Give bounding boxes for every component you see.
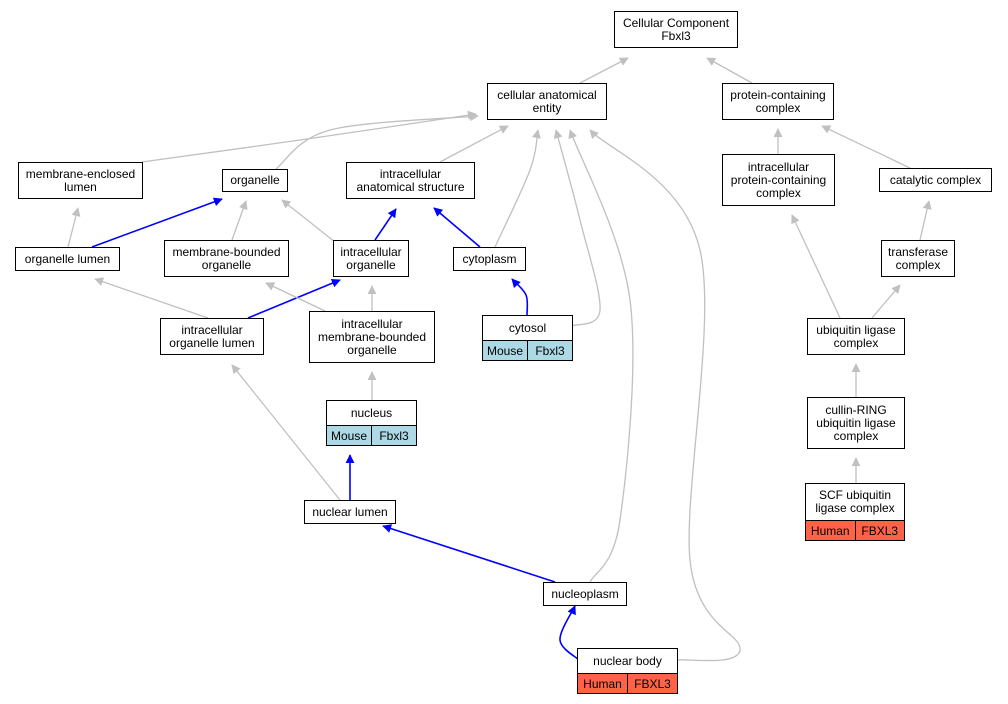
organism-tag: Human [806, 521, 855, 540]
node-cullin-ring-ubiquitin-ligase-complex[interactable]: cullin-RING ubiquitin ligase complex [807, 397, 905, 449]
node-protein-containing-complex[interactable]: protein-containing complex [722, 83, 834, 120]
node-intracellular-protein-containing-complex[interactable]: intracellular protein-containing complex [722, 154, 835, 206]
node-label: ubiquitin ligase complex [816, 322, 896, 350]
node-label: cytoplasm [462, 251, 517, 266]
gene-tag: Fbxl3 [527, 341, 572, 360]
edge-intracellular-anatomical-structure-to-cellular-anatomical-entity [439, 125, 509, 163]
node-nucleoplasm[interactable]: nucleoplasm [543, 582, 627, 606]
edge-membrane-bounded-organelle-to-organelle [231, 200, 248, 241]
edge-intracellular-organelle-lumen-to-organelle-lumen [94, 277, 209, 319]
node-label: catalytic complex [889, 172, 982, 187]
node-cellular-component[interactable]: Cellular Component Fbxl3 [614, 11, 738, 48]
node-label: intracellular organelle [340, 244, 402, 272]
edge-organelle-to-cellular-anatomical-entity [275, 112, 479, 170]
node-membrane-bounded-organelle[interactable]: membrane-bounded organelle [164, 240, 289, 277]
edge-intracellular-organelle-to-intracellular-anatomical-structure [374, 208, 397, 241]
edge-organelle-lumen-to-organelle [91, 197, 223, 248]
node-label: nuclear body [593, 653, 662, 668]
node-label: protein-containing complex [730, 87, 826, 115]
node-label: intracellular organelle lumen [169, 322, 255, 350]
edge-cytoplasm-to-intracellular-anatomical-structure [433, 207, 481, 248]
node-intracellular-anatomical-structure[interactable]: intracellular anatomical structure [346, 162, 475, 199]
edge-catalytic-complex-to-protein-containing-complex [821, 125, 911, 169]
node-label: Cellular Component Fbxl3 [622, 15, 730, 43]
edge-intracellular-organelle-to-organelle [281, 199, 336, 243]
edge-cellular-anatomical-entity-to-cellular-component [579, 57, 629, 84]
edge-protein-containing-complex-to-cellular-component [706, 57, 753, 84]
node-label: cullin-RING ubiquitin ligase complex [816, 402, 896, 443]
node-label: organelle lumen [24, 251, 111, 266]
node-label: nucleus [350, 405, 393, 420]
node-intracellular-organelle-lumen[interactable]: intracellular organelle lumen [160, 318, 264, 355]
gene-tag: FBXL3 [854, 521, 904, 540]
node-label: intracellular anatomical structure [356, 166, 465, 194]
edge-ubiquitin-ligase-complex-to-intracellular-protein-containing-complex [791, 214, 841, 319]
node-label: cytosol [508, 320, 547, 335]
edge-nucleoplasm-to-nuclear-lumen [382, 524, 556, 583]
node-label: membrane-enclosed lumen [25, 166, 136, 194]
edge-nuclear-body-to-cellular-anatomical-entity [589, 129, 741, 662]
organism-tag: Human [578, 674, 627, 693]
node-label: nucleoplasm [551, 586, 619, 601]
edge-nucleoplasm-to-cellular-anatomical-entity [568, 129, 634, 583]
node-catalytic-complex[interactable]: catalytic complex [879, 168, 992, 192]
edge-cytoplasm-to-cellular-anatomical-entity [494, 129, 541, 248]
gene-tag: Fbxl3 [371, 426, 416, 445]
node-label: SCF ubiquitin ligase complex [815, 488, 895, 515]
edge-ubiquitin-ligase-complex-to-transferase-complex [871, 284, 901, 319]
node-ubiquitin-ligase-complex[interactable]: ubiquitin ligase complex [807, 318, 905, 355]
node-intracellular-organelle[interactable]: intracellular organelle [333, 240, 409, 277]
node-cellular-anatomical-entity[interactable]: cellular anatomical entity [487, 83, 607, 120]
edge-nuclear-lumen-to-intracellular-organelle-lumen [231, 364, 341, 501]
organism-tag: Mouse [327, 426, 371, 445]
organism-tag: Mouse [483, 341, 527, 360]
node-label: intracellular membrane-bounded organelle [317, 316, 427, 357]
node-label: cellular anatomical entity [497, 87, 597, 115]
node-label: organelle [230, 173, 280, 187]
node-membrane-enclosed-lumen[interactable]: membrane-enclosed lumen [18, 162, 143, 199]
node-transferase-complex[interactable]: transferase complex [881, 240, 955, 277]
edge-nuclear-body-to-nucleoplasm [559, 605, 580, 661]
edge-intracellular-organelle-lumen-to-intracellular-organelle [247, 278, 341, 319]
node-organelle[interactable]: organelle [222, 169, 288, 192]
node-label: membrane-bounded organelle [172, 244, 281, 272]
edge-intracellular-membrane-bounded-organelle-to-membrane-bounded-organelle [265, 282, 326, 312]
node-label: transferase complex [887, 244, 949, 272]
node-organelle-lumen[interactable]: organelle lumen [15, 247, 120, 271]
node-nuclear-lumen[interactable]: nuclear lumen [304, 500, 396, 524]
node-intracellular-membrane-bounded-organelle[interactable]: intracellular membrane-bounded organelle [309, 311, 435, 363]
edge-organelle-lumen-to-membrane-enclosed-lumen [67, 207, 81, 248]
edge-cytosol-to-cellular-anatomical-entity [553, 129, 601, 327]
node-label: intracellular protein-containing complex [730, 159, 827, 200]
node-label: nuclear lumen [312, 504, 388, 519]
gene-tag: FBXL3 [627, 674, 677, 693]
edge-cytosol-to-cytoplasm [511, 278, 529, 316]
edge-transferase-complex-to-catalytic-complex [919, 200, 932, 241]
edge-membrane-enclosed-lumen-to-cellular-anatomical-entity [141, 110, 477, 163]
node-cytoplasm[interactable]: cytoplasm [453, 247, 526, 271]
